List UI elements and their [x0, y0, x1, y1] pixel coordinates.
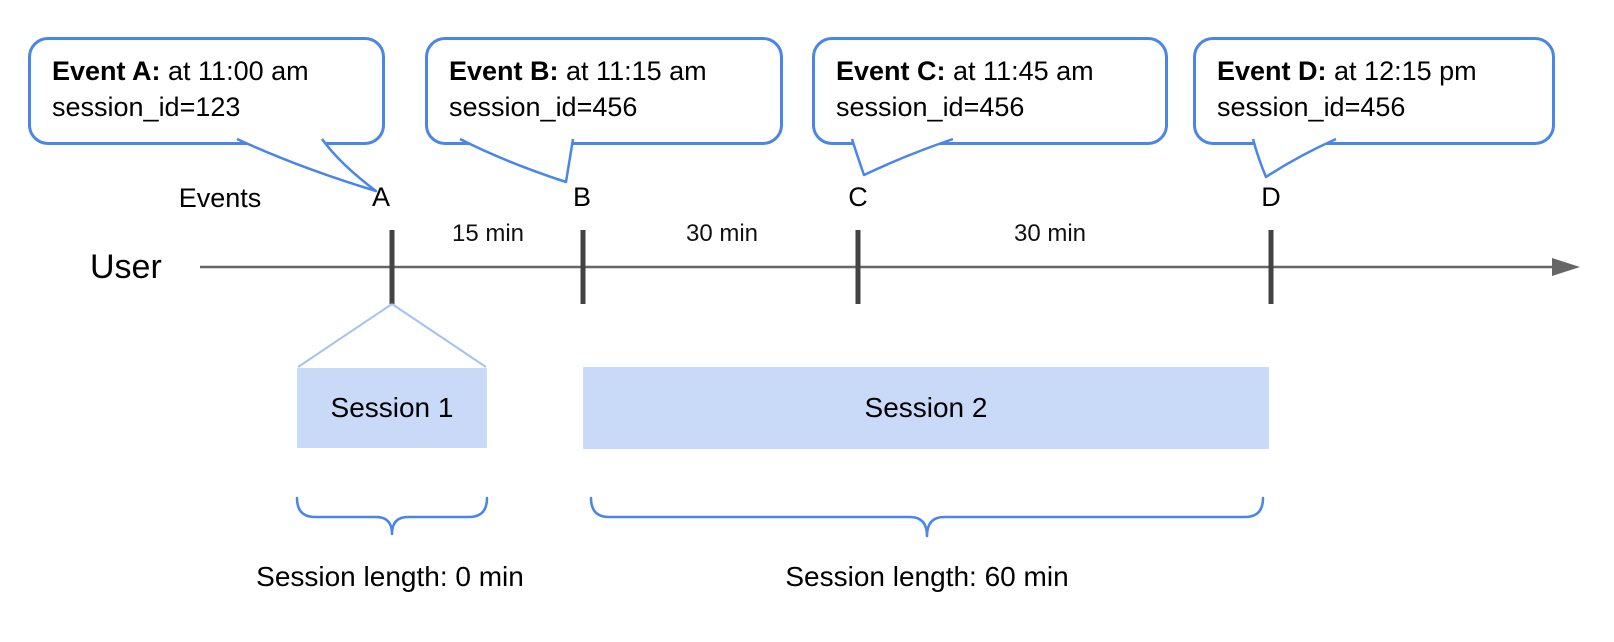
event-b-callout-tail — [459, 137, 575, 184]
event-c-title: Event C: — [836, 56, 946, 86]
session-1-length-label: Session length: 0 min — [256, 561, 524, 592]
event-mark-c: C — [848, 182, 868, 212]
event-mark-a: A — [371, 182, 390, 212]
event-d-title: Event D: — [1217, 56, 1327, 86]
session-1-label: Session 1 — [330, 392, 454, 423]
event-d-callout: Event D: at 12:15 pm session_id=456 — [1193, 37, 1555, 145]
event-b-title: Event B: — [449, 56, 559, 86]
event-a-callout: Event A: at 11:00 am session_id=123 — [28, 37, 385, 145]
event-mark-d: D — [1261, 182, 1281, 212]
event-c-time: at 11:45 am — [945, 56, 1094, 86]
event-b-line1: Event B: at 11:15 am — [449, 53, 780, 89]
interval-c-d: 30 min — [1013, 220, 1087, 247]
event-a-time: at 11:00 am — [160, 56, 309, 86]
session-1-box: Session 1 — [297, 368, 487, 448]
timeline-arrowhead-icon — [1552, 258, 1580, 276]
session-1-brace — [295, 496, 489, 536]
session-2-length-label: Session length: 60 min — [785, 561, 1069, 592]
event-a-line1: Event A: at 11:00 am — [52, 53, 382, 89]
session-1-funnel-right — [391, 303, 487, 368]
session-2-box: Session 2 — [583, 367, 1269, 449]
interval-a-b: 15 min — [451, 220, 525, 247]
event-d-line1: Event D: at 12:15 pm — [1217, 53, 1552, 89]
event-b-session-id: session_id=456 — [449, 92, 638, 122]
session-1-funnel-left — [297, 303, 393, 368]
event-c-callout: Event C: at 11:45 am session_id=456 — [812, 37, 1168, 145]
event-d-session-id: session_id=456 — [1217, 92, 1406, 122]
event-d-time: at 12:15 pm — [1326, 56, 1477, 86]
event-c-session-id: session_id=456 — [836, 92, 1025, 122]
event-mark-b: B — [572, 182, 591, 212]
event-a-title: Event A: — [52, 56, 161, 86]
user-row-label: User — [90, 248, 162, 286]
session-2-label: Session 2 — [864, 392, 988, 423]
event-b-time: at 11:15 am — [558, 56, 707, 86]
event-c-line1: Event C: at 11:45 am — [836, 53, 1165, 89]
event-a-session-id: session_id=123 — [52, 92, 241, 122]
events-row-label: Events — [178, 183, 262, 213]
interval-b-c: 30 min — [685, 220, 759, 247]
session-2-brace — [589, 496, 1265, 538]
event-b-callout: Event B: at 11:15 am session_id=456 — [425, 37, 783, 145]
